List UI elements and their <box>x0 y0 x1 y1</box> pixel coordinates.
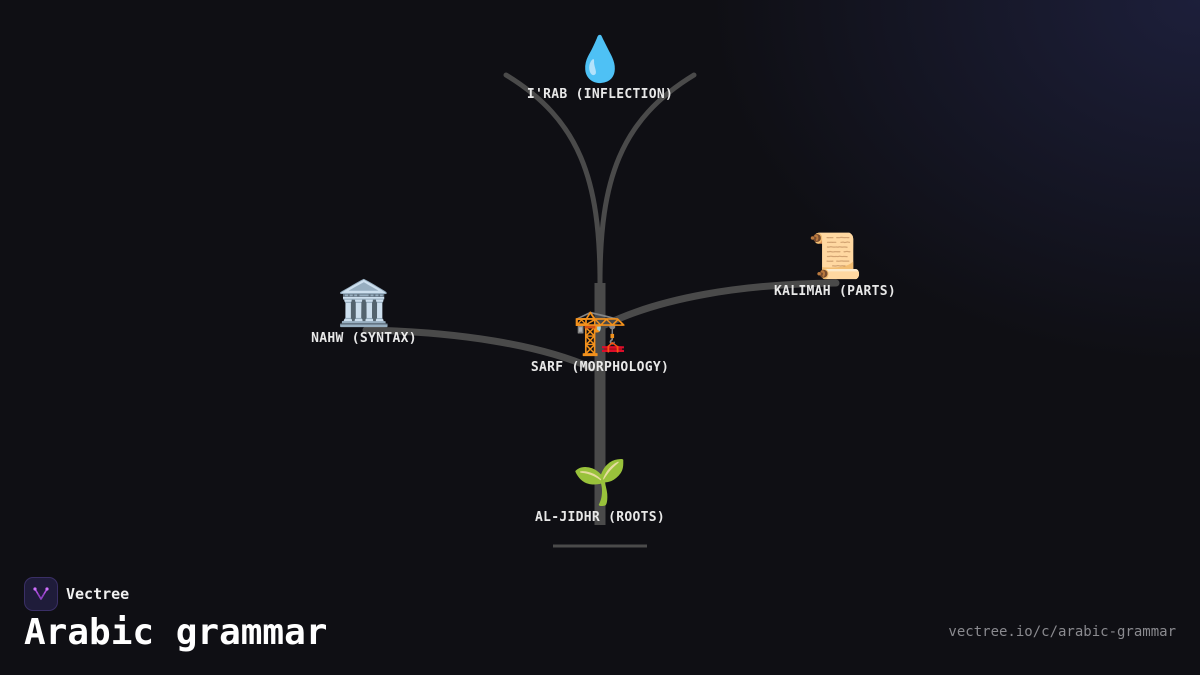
brand[interactable]: Vectree <box>24 577 129 611</box>
brand-name: Vectree <box>66 585 130 603</box>
scroll-icon: 📜 <box>807 231 863 282</box>
node-jidhr-label: AL-JIDHR (ROOTS) <box>534 510 666 525</box>
branch-kalimah <box>601 279 840 329</box>
branch-nahw <box>362 326 596 372</box>
node-irab[interactable]: 💧 I'RAB (INFLECTION) <box>526 34 674 103</box>
node-irab-label: I'RAB (INFLECTION) <box>526 87 674 102</box>
node-kalimah-label: KALIMAH (PARTS) <box>774 284 896 299</box>
construction-crane-icon: 🏗️ <box>572 307 628 358</box>
classical-building-icon: 🏛️ <box>336 278 392 329</box>
branch-irab-right <box>597 72 697 286</box>
node-kalimah[interactable]: 📜 KALIMAH (PARTS) <box>774 231 896 300</box>
source-url[interactable]: vectree.io/c/arabic-grammar <box>948 624 1176 640</box>
page-title: Arabic grammar <box>24 612 328 653</box>
node-jidhr[interactable]: 🌱 AL-JIDHR (ROOTS) <box>534 457 666 526</box>
seedling-icon: 🌱 <box>572 457 628 508</box>
node-sarf[interactable]: 🏗️ SARF (MORPHOLOGY) <box>530 307 670 376</box>
water-drop-icon: 💧 <box>572 34 628 85</box>
node-sarf-label: SARF (MORPHOLOGY) <box>530 360 670 375</box>
node-nahw[interactable]: 🏛️ NAHW (SYNTAX) <box>311 278 417 347</box>
branch-irab-left <box>503 72 603 286</box>
node-nahw-label: NAHW (SYNTAX) <box>311 331 417 346</box>
vectree-logo-icon <box>24 577 58 611</box>
